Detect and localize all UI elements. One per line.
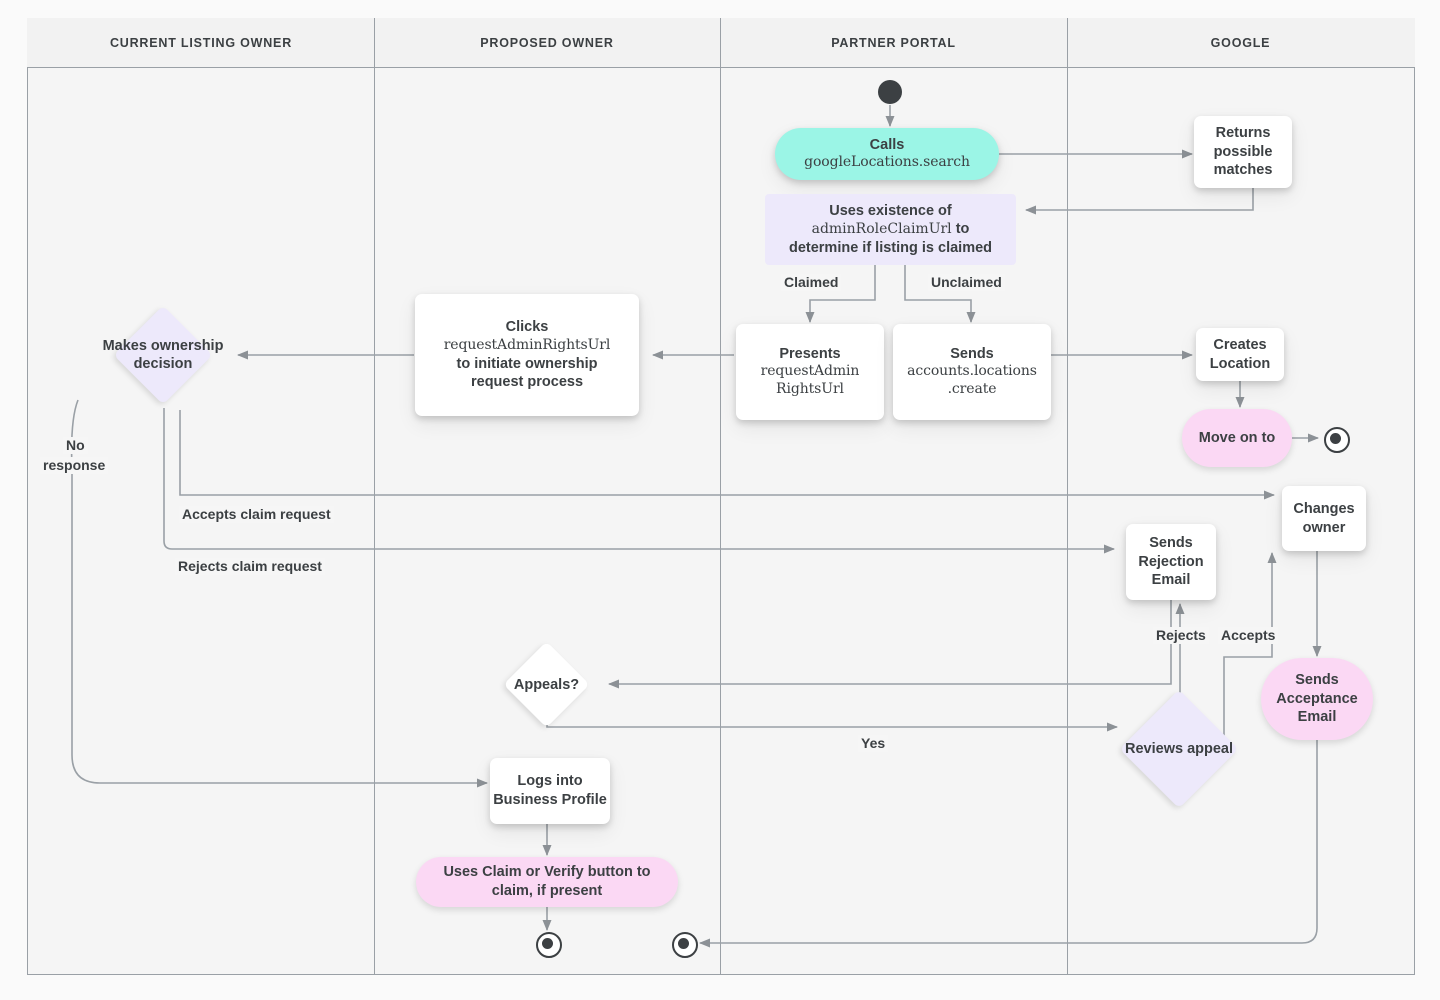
edge-label-rejects-claim-request: Rejects claim request bbox=[175, 558, 325, 575]
node-creates-label: Creates Location bbox=[1209, 336, 1271, 372]
node-clicks-line2: requestAdminRightsUrl bbox=[443, 336, 611, 353]
node-move-on-to[interactable]: Move on to bbox=[1182, 409, 1292, 467]
node-returns-label: Returns possible matches bbox=[1213, 125, 1273, 179]
node-uses-line1: Uses existence of bbox=[829, 202, 952, 219]
node-uses-existence-admin-role-claim-url[interactable]: Uses existence of adminRoleClaimUrl to d… bbox=[765, 194, 1016, 265]
lane-divider-2 bbox=[720, 18, 721, 975]
node-uses-line2: adminRoleClaimUrl to bbox=[812, 220, 970, 239]
node-reviews-appeal[interactable]: Reviews appeal bbox=[1119, 689, 1239, 809]
node-logsinto-label: Logs into Business Profile bbox=[493, 773, 607, 808]
swimlane-header-band bbox=[27, 18, 1415, 68]
node-appeals-decision[interactable]: Appeals? bbox=[503, 641, 590, 728]
lane-title-current-listing-owner: CURRENT LISTING OWNER bbox=[109, 36, 293, 50]
node-calls-line1: Calls bbox=[869, 136, 905, 153]
start-node bbox=[878, 80, 902, 104]
edge-label-accepts-claim-request: Accepts claim request bbox=[179, 506, 334, 523]
node-sends-accounts-locations-create[interactable]: Sends accounts.locations .create bbox=[893, 324, 1051, 420]
node-creates-location[interactable]: Creates Location bbox=[1196, 328, 1284, 381]
node-uses-line3: determine if listing is claimed bbox=[788, 239, 993, 256]
end-node-google bbox=[1324, 427, 1350, 453]
node-calls-google-locations-search[interactable]: Calls googleLocations.search bbox=[775, 128, 999, 180]
lane-title-partner-portal: PARTNER PORTAL bbox=[831, 36, 956, 50]
node-makes-ownership-decision[interactable]: Makes ownership decision bbox=[103, 305, 223, 405]
node-moveon-label: Move on to bbox=[1198, 429, 1276, 446]
edge-label-no-response-line1: No bbox=[63, 437, 88, 454]
edge-label-unclaimed: Unclaimed bbox=[928, 274, 1005, 291]
lane-divider-1 bbox=[374, 18, 375, 975]
edge-label-accepts: Accepts bbox=[1218, 627, 1279, 644]
node-clicks-line3: to initiate ownership bbox=[456, 355, 598, 372]
node-claimverify-line2: claim, if present bbox=[491, 883, 603, 899]
node-reviews-label: Reviews appeal bbox=[1125, 740, 1233, 757]
node-sendscreate-line2: accounts.locations bbox=[907, 363, 1037, 380]
node-sendscreate-line3: .create bbox=[947, 381, 997, 398]
node-clicks-line4: request process bbox=[470, 374, 584, 391]
lane-divider-3 bbox=[1067, 18, 1068, 975]
node-presents-line3: RightsUrl bbox=[776, 381, 844, 398]
edge-label-rejects: Rejects bbox=[1153, 627, 1209, 644]
node-presents-line1: Presents bbox=[779, 345, 841, 362]
end-node-partner-portal bbox=[672, 932, 698, 958]
end-node-proposed-owner bbox=[536, 932, 562, 958]
node-acceptance-label: Sends Acceptance Email bbox=[1276, 672, 1358, 726]
node-appeals-label: Appeals? bbox=[513, 676, 580, 693]
edge-label-claimed: Claimed bbox=[781, 274, 842, 291]
node-claimverify-line1: Uses Claim or Verify button to bbox=[443, 864, 651, 881]
node-uses-code: adminRoleClaimUrl bbox=[811, 221, 952, 238]
edge-label-yes: Yes bbox=[858, 735, 889, 752]
node-uses-tail: to bbox=[951, 221, 970, 238]
node-makes-decision-label: Makes ownership decision bbox=[102, 337, 224, 372]
node-sends-rejection-email[interactable]: Sends Rejection Email bbox=[1126, 524, 1216, 600]
edge-label-no-response-line2: response bbox=[40, 457, 109, 474]
node-returns-possible-matches[interactable]: Returns possible matches bbox=[1194, 116, 1292, 188]
node-logs-into-business-profile[interactable]: Logs into Business Profile bbox=[490, 758, 610, 824]
lane-title-google: GOOGLE bbox=[1210, 36, 1271, 50]
node-clicks-request-admin-rights-url[interactable]: Clicks requestAdminRightsUrl to initiate… bbox=[415, 294, 639, 416]
node-presents-line2: requestAdmin bbox=[760, 363, 860, 380]
node-clicks-line1: Clicks bbox=[505, 319, 549, 336]
node-rejection-label: Sends Rejection Email bbox=[1138, 535, 1204, 589]
node-calls-line2: googleLocations.search bbox=[804, 154, 970, 171]
node-changes-owner[interactable]: Changes owner bbox=[1282, 486, 1366, 551]
node-changesowner-label: Changes owner bbox=[1293, 500, 1355, 536]
node-sendscreate-line1: Sends bbox=[950, 345, 994, 362]
node-sends-acceptance-email[interactable]: Sends Acceptance Email bbox=[1261, 658, 1373, 740]
node-uses-claim-or-verify-button[interactable]: Uses Claim or Verify button to claim, if… bbox=[416, 857, 678, 907]
lane-title-proposed-owner: PROPOSED OWNER bbox=[480, 36, 614, 50]
node-presents-request-admin-rights-url[interactable]: Presents requestAdmin RightsUrl bbox=[736, 324, 884, 420]
